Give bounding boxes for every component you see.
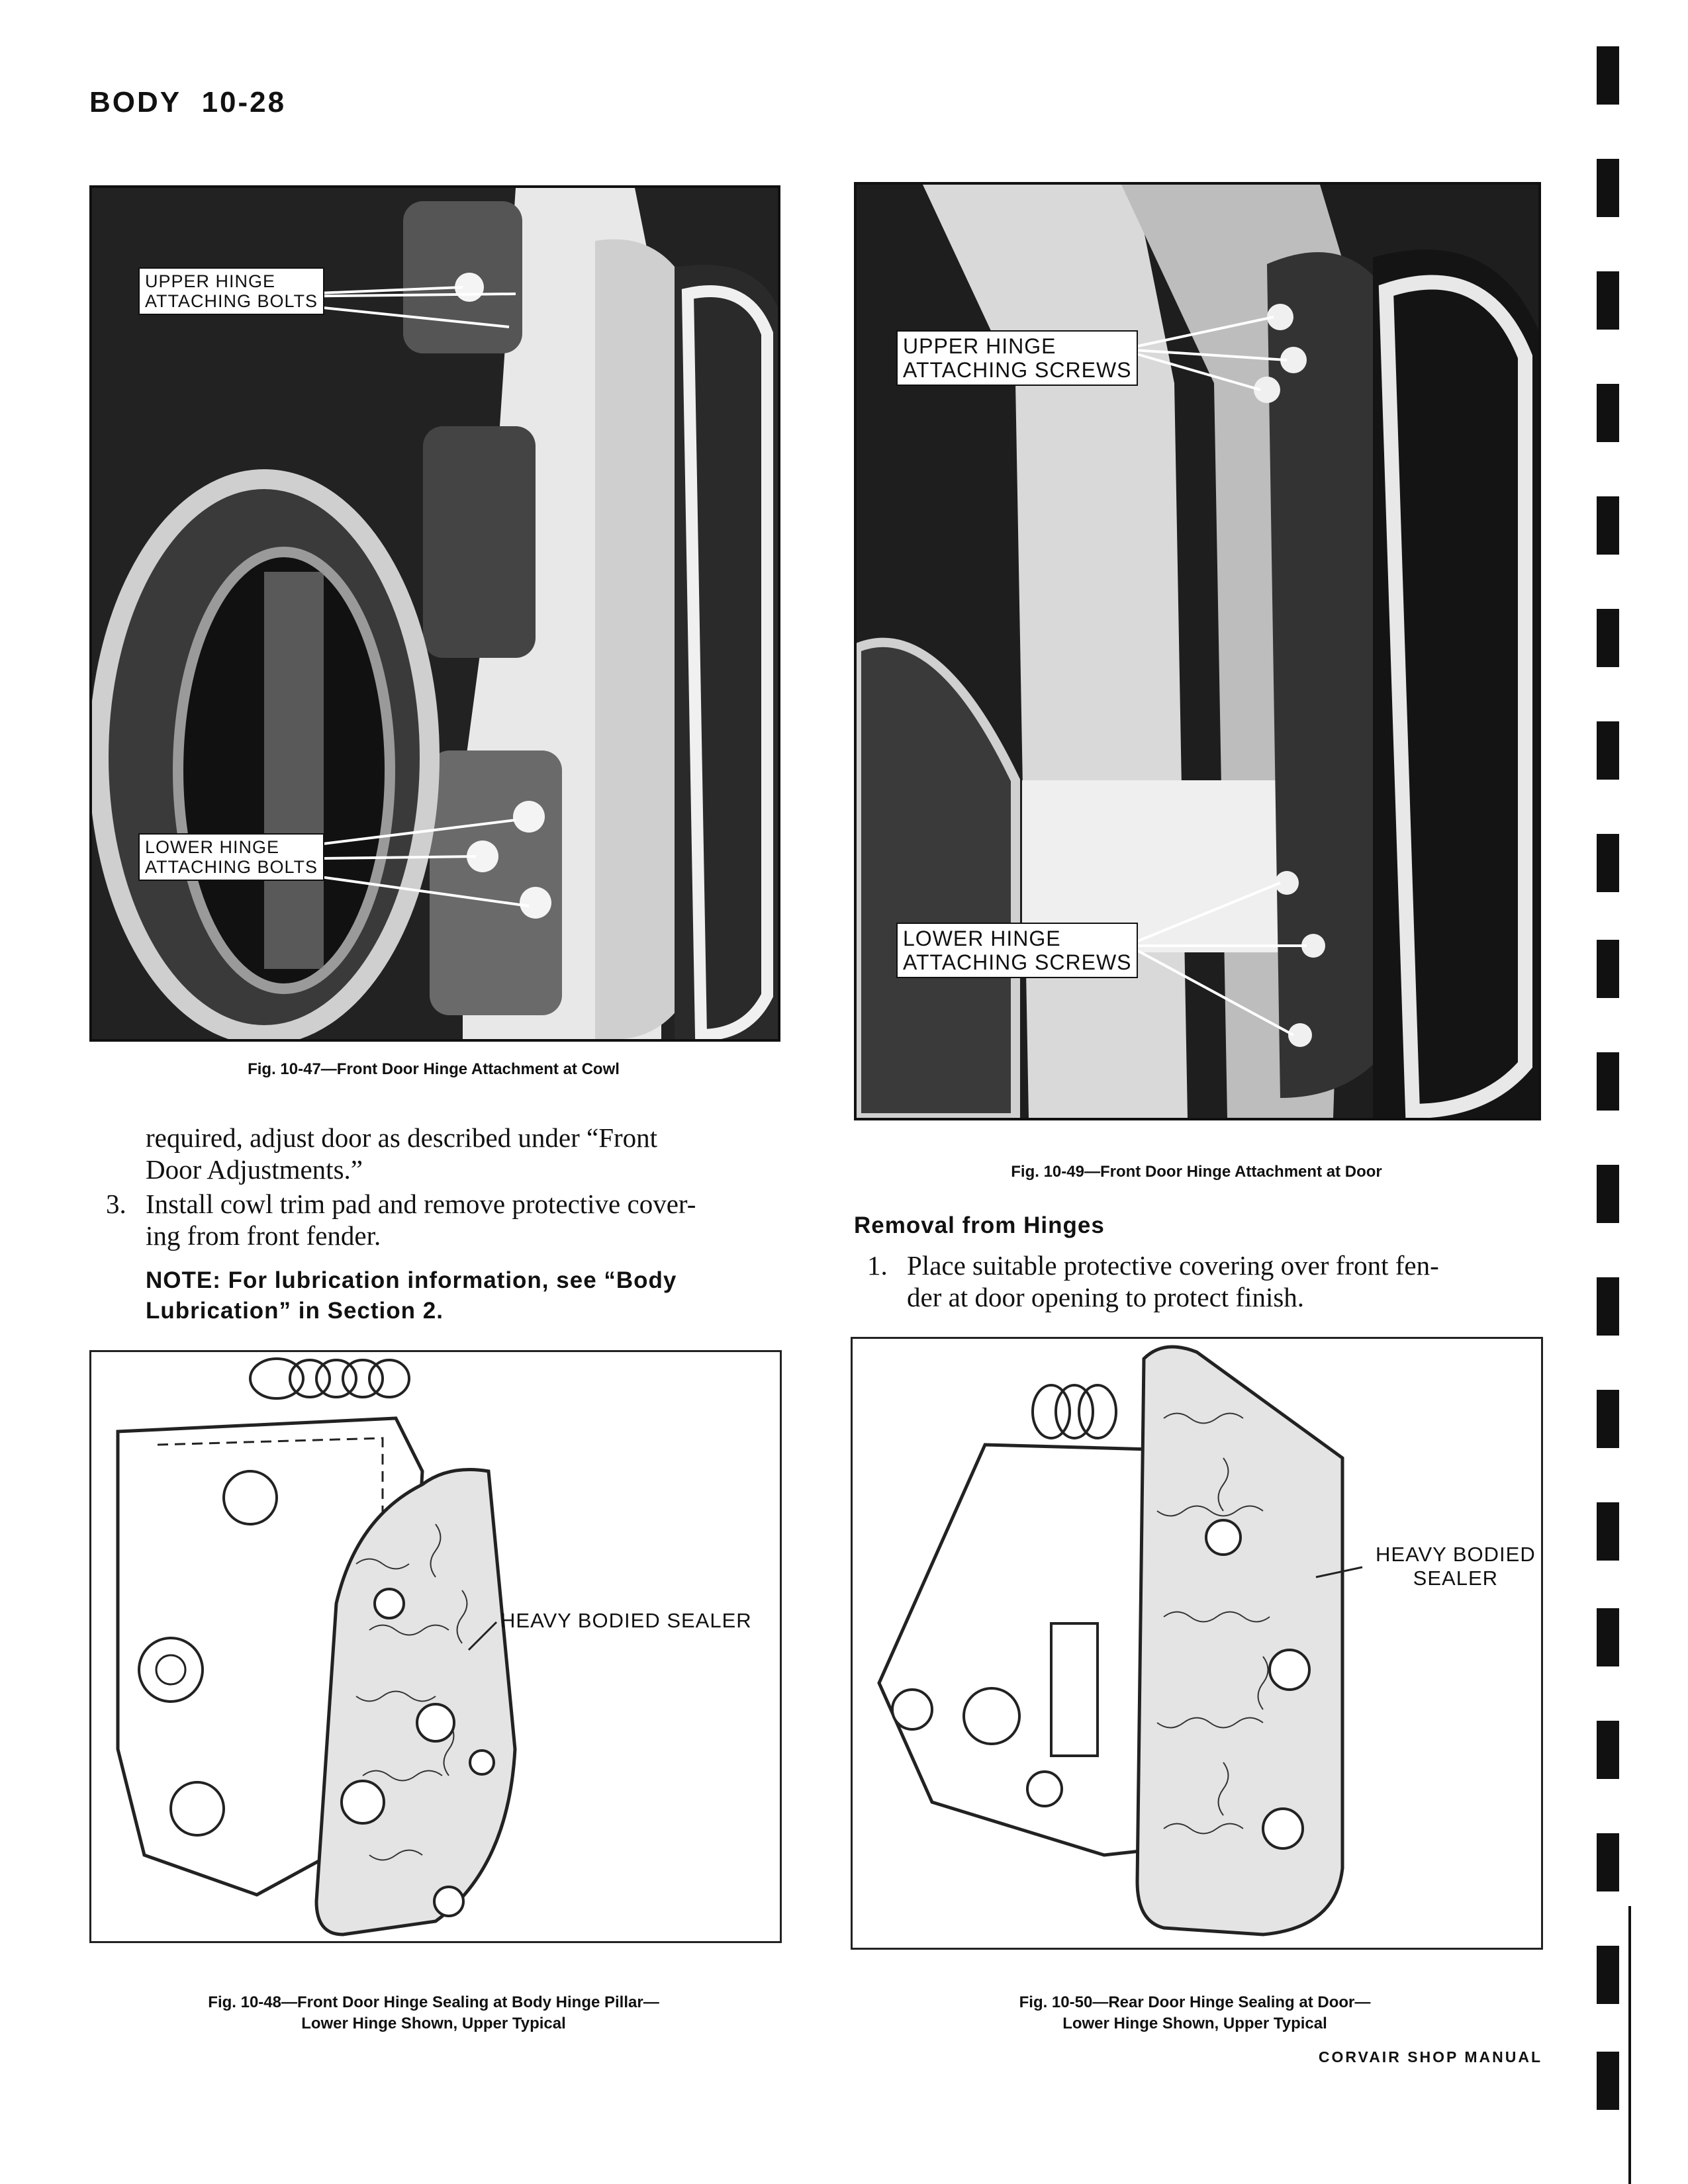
- edge-mark: [1597, 271, 1619, 330]
- text-line: required, adjust door as described under…: [146, 1122, 658, 1153]
- fig-10-50-sealer-label: HEAVY BODIED SEALER: [1376, 1543, 1536, 1590]
- section-title-removal-from-hinges: Removal from Hinges: [854, 1212, 1105, 1238]
- fig-10-47-illustration: [92, 188, 778, 1039]
- text-line: Door Adjustments.”: [146, 1154, 363, 1185]
- callout-line: ATTACHING BOLTS: [145, 857, 318, 877]
- edge-mark: [1597, 1052, 1619, 1111]
- edge-mark: [1597, 1390, 1619, 1448]
- callout-line: ATTACHING BOLTS: [145, 291, 318, 311]
- fig-10-49-photo: UPPER HINGE ATTACHING SCREWS LOWER HINGE…: [854, 182, 1541, 1120]
- fig-10-48-illustration: [116, 1357, 517, 1936]
- header-section: BODY: [89, 86, 182, 118]
- edge-mark: [1597, 2052, 1619, 2110]
- edge-mark: [1597, 721, 1619, 780]
- edge-mark: [1597, 1608, 1619, 1666]
- label-line: HEAVY BODIED: [1376, 1543, 1536, 1566]
- edge-rule: [1628, 1906, 1631, 2184]
- edge-marks: [1597, 0, 1623, 2184]
- caption-line: Fig. 10-50—Rear Door Hinge Sealing at Do…: [1019, 1993, 1371, 2011]
- callout-line: LOWER HINGE: [145, 837, 280, 857]
- edge-mark: [1597, 1721, 1619, 1779]
- label-line: SEALER: [1413, 1567, 1499, 1590]
- caption-line: Lower Hinge Shown, Upper Typical: [301, 2015, 566, 2032]
- callout-line: ATTACHING SCREWS: [903, 950, 1132, 974]
- fig-10-49-caption: Fig. 10-49—Front Door Hinge Attachment a…: [1011, 1163, 1382, 1181]
- edge-mark: [1597, 1165, 1619, 1223]
- page-footer: CORVAIR SHOP MANUAL: [1318, 2048, 1542, 2066]
- header-page-number: 10-28: [201, 86, 287, 118]
- edge-mark: [1597, 1833, 1619, 1891]
- callout-line: UPPER HINGE: [903, 334, 1056, 358]
- fig-10-47-caption: Fig. 10-47—Front Door Hinge Attachment a…: [248, 1060, 620, 1078]
- edge-mark: [1597, 496, 1619, 555]
- edge-mark: [1597, 1502, 1619, 1561]
- lubrication-note: NOTE: For lubrication information, see “…: [146, 1265, 781, 1326]
- caption-line: Lower Hinge Shown, Upper Typical: [1062, 2015, 1327, 2032]
- fig-10-47-photo: UPPER HINGE ATTACHING BOLTS LOWER HINGE …: [89, 185, 780, 1042]
- step-3: 3. Install cowl trim pad and remove prot…: [106, 1188, 781, 1254]
- edge-mark: [1597, 159, 1619, 217]
- fig-10-49-upper-callout: UPPER HINGE ATTACHING SCREWS: [896, 330, 1139, 386]
- edge-mark: [1597, 46, 1619, 105]
- fig-10-49-lower-callout: LOWER HINGE ATTACHING SCREWS: [896, 923, 1139, 978]
- fig-10-50-drawing: HEAVY BODIED SEALER: [851, 1337, 1543, 1950]
- edge-mark: [1597, 834, 1619, 892]
- callout-line: UPPER HINGE: [145, 271, 276, 291]
- fig-10-47-upper-callout: UPPER HINGE ATTACHING BOLTS: [138, 267, 325, 315]
- text-line: Install cowl trim pad and remove protect…: [146, 1189, 696, 1219]
- note-line: Lubrication” in Section 2.: [146, 1298, 444, 1324]
- step-1: 1. Place suitable protective covering ov…: [867, 1250, 1536, 1316]
- step-number: 3.: [106, 1189, 126, 1219]
- fig-10-50-illustration: [877, 1345, 1363, 1936]
- edge-mark: [1597, 1277, 1619, 1336]
- text-line: ing from front fender.: [146, 1220, 381, 1251]
- fig-10-50-caption: Fig. 10-50—Rear Door Hinge Sealing at Do…: [851, 1992, 1539, 2034]
- step-number: 1.: [867, 1250, 888, 1281]
- callout-line: LOWER HINGE: [903, 927, 1061, 950]
- edge-mark: [1597, 1946, 1619, 2004]
- note-line: NOTE: For lubrication information, see “…: [146, 1267, 677, 1293]
- text-line: der at door opening to protect finish.: [907, 1282, 1305, 1312]
- edge-mark: [1597, 940, 1619, 998]
- fig-10-48-drawing: HEAVY BODIED SEALER: [89, 1350, 782, 1943]
- fig-10-48-sealer-label: HEAVY BODIED SEALER: [500, 1609, 752, 1632]
- callout-line: ATTACHING SCREWS: [903, 358, 1132, 382]
- continued-paragraph: required, adjust door as described under…: [146, 1122, 781, 1185]
- caption-line: Fig. 10-48—Front Door Hinge Sealing at B…: [208, 1993, 659, 2011]
- page-header: BODY 10-28: [89, 86, 286, 119]
- text-line: Place suitable protective covering over …: [907, 1250, 1439, 1281]
- edge-mark: [1597, 384, 1619, 442]
- edge-mark: [1597, 609, 1619, 667]
- fig-10-47-lower-callout: LOWER HINGE ATTACHING BOLTS: [138, 833, 325, 881]
- fig-10-48-caption: Fig. 10-48—Front Door Hinge Sealing at B…: [89, 1992, 778, 2034]
